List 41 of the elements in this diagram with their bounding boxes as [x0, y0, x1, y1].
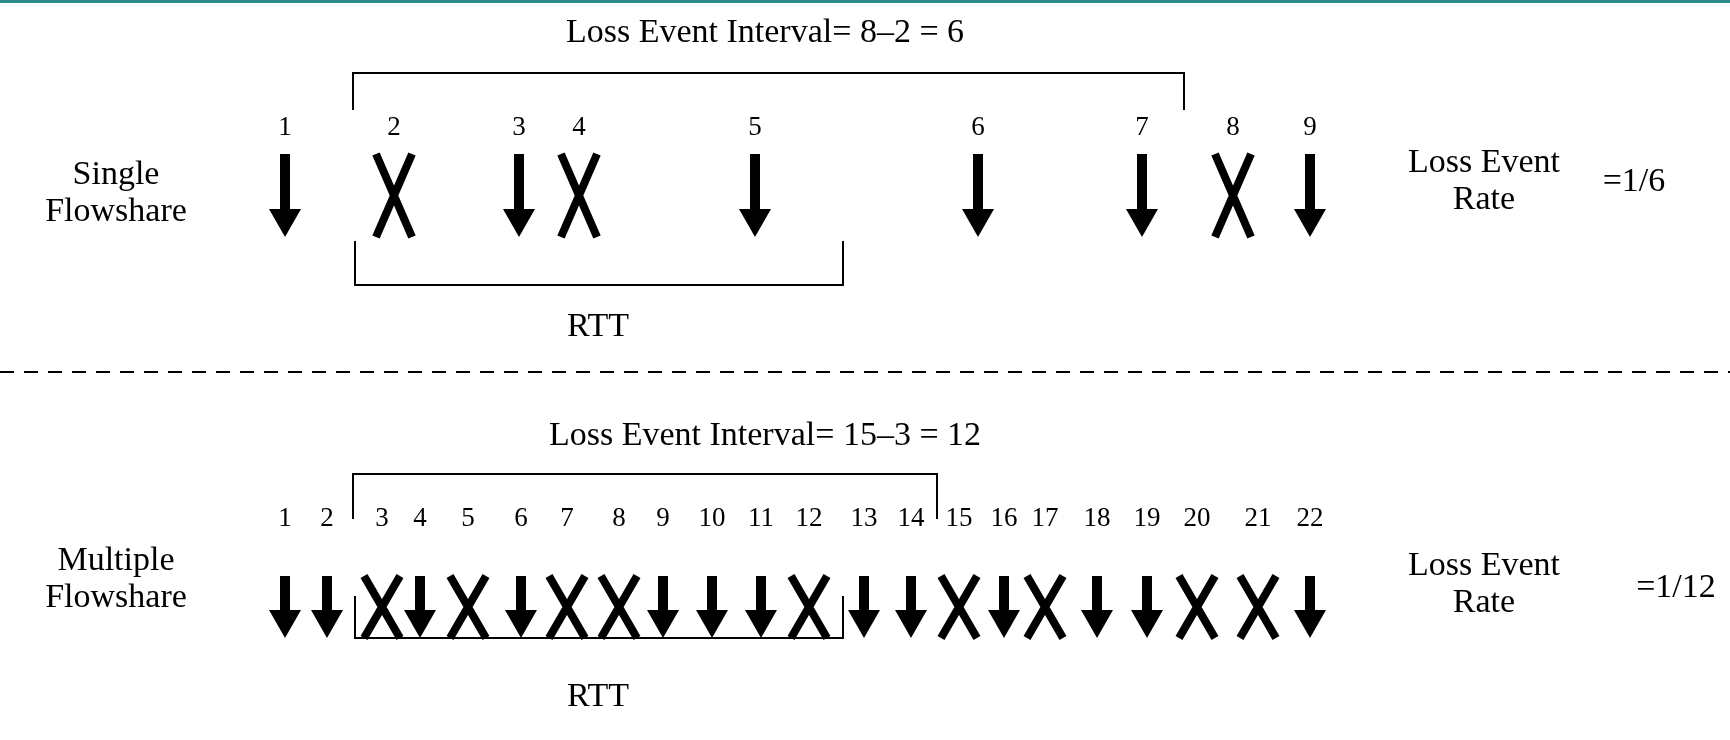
packet-number: 21: [1244, 503, 1272, 533]
rate-label: Loss Event Rate: [1406, 546, 1561, 620]
packet-number: 9: [1303, 112, 1317, 142]
interval-label: Loss Event Interval= 15–3 = 12: [548, 415, 982, 453]
packet-number: 5: [748, 112, 762, 142]
rate-label: Loss Event Rate: [1406, 143, 1561, 217]
rate-value: =1/12: [1636, 567, 1716, 605]
packet-number: 4: [572, 112, 586, 142]
row-label: Single Flowshare: [44, 155, 188, 229]
packet-number: 6: [971, 112, 985, 142]
packet-number: 20: [1183, 503, 1211, 533]
packet-number: 11: [748, 503, 774, 533]
packet-number: 4: [413, 503, 427, 533]
packet-number: 7: [560, 503, 574, 533]
packet-number: 12: [795, 503, 823, 533]
packet-number: 7: [1135, 112, 1149, 142]
packet-number: 8: [1226, 112, 1240, 142]
interval-label: Loss Event Interval= 8–2 = 6: [565, 12, 965, 50]
packet-number: 3: [512, 112, 526, 142]
packet-number: 19: [1133, 503, 1161, 533]
packet-number: 2: [320, 503, 334, 533]
packet-number: 16: [990, 503, 1018, 533]
packet-number: 1: [278, 503, 292, 533]
packet-number: 13: [850, 503, 878, 533]
packet-number: 2: [387, 112, 401, 142]
packet-number: 10: [698, 503, 726, 533]
packet-number: 17: [1031, 503, 1059, 533]
packet-number: 5: [461, 503, 475, 533]
row-label: Multiple Flowshare: [44, 541, 188, 615]
packet-number: 8: [612, 503, 626, 533]
packet-number: 14: [897, 503, 925, 533]
rtt-label: RTT: [566, 306, 630, 344]
packet-number: 6: [514, 503, 528, 533]
packet-number: 18: [1083, 503, 1111, 533]
packet-number: 22: [1296, 503, 1324, 533]
packet-number: 9: [656, 503, 670, 533]
packet-number: 15: [945, 503, 973, 533]
packet-number: 3: [375, 503, 389, 533]
packet-number: 1: [278, 112, 292, 142]
rate-value: =1/6: [1602, 161, 1666, 199]
rtt-label: RTT: [566, 676, 630, 714]
